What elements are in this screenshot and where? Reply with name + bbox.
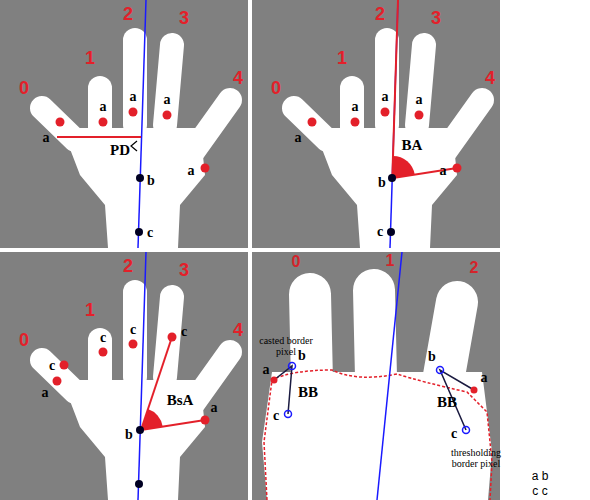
panel-key: c c: [532, 485, 547, 497]
point-label: a: [263, 363, 270, 377]
axis-point: [135, 480, 143, 488]
finger-points: [53, 333, 210, 425]
point-label: a: [43, 131, 50, 145]
panel-pd: [42, 0, 230, 248]
finger-number: 2: [470, 260, 479, 276]
axis-point: [387, 228, 395, 236]
threshold-pixels: [285, 363, 470, 434]
point-label: c: [451, 427, 457, 441]
palm-contour: [264, 370, 492, 500]
point-label: c: [49, 359, 55, 373]
axis-point: [135, 228, 143, 236]
angle-arm: [393, 168, 457, 178]
finger-number: 0: [19, 79, 29, 97]
finger-number: 3: [179, 9, 189, 27]
casted-pixel: [271, 377, 278, 384]
finger-number: 4: [233, 321, 243, 339]
finger-number: 2: [123, 257, 133, 275]
panel-ba: [294, 0, 482, 248]
measure-label: BB: [437, 395, 457, 410]
finger-number: 1: [337, 49, 347, 67]
axis-point: [136, 426, 144, 434]
axis-line: [390, 0, 398, 248]
measure-label: BB: [298, 385, 318, 400]
finger-number: 0: [292, 254, 301, 270]
point-label: c: [130, 323, 136, 337]
annotation: thresholding border pixel: [445, 448, 507, 469]
panel-key: a b: [532, 470, 549, 482]
measure-label: BA: [402, 138, 423, 153]
finger-number: 4: [233, 69, 243, 87]
panel-bsa: [42, 252, 230, 500]
hand-silhouette: [294, 40, 482, 248]
annotation: casted border pixel: [257, 336, 315, 357]
point-label: a: [164, 93, 171, 107]
hand-silhouette: [42, 40, 230, 248]
axis-point: [388, 174, 396, 182]
finger-number: 1: [85, 49, 95, 67]
point-label: b: [298, 349, 306, 363]
point-label: b: [378, 176, 386, 190]
distance-line: [57, 136, 141, 138]
axis-point: [136, 174, 144, 182]
finger-number: 1: [386, 253, 395, 269]
angle-arm: [141, 337, 172, 430]
finger-number: 1: [85, 301, 95, 319]
point-label: a: [295, 131, 302, 145]
point-label: b: [125, 428, 133, 442]
hand-silhouette: [42, 292, 230, 500]
finger-number: 4: [485, 69, 495, 87]
finger-number: 3: [179, 261, 189, 279]
finger-points: [56, 108, 210, 173]
finger-number: 2: [375, 5, 385, 23]
point-label: c: [147, 226, 153, 240]
point-label: a: [130, 90, 137, 104]
finger-number: 0: [19, 331, 29, 349]
measure-label: PD: [110, 143, 130, 158]
fingers-zoom: [310, 290, 457, 387]
panel-ground: [0, 252, 248, 500]
point-label: a: [440, 164, 447, 178]
point-label: a: [352, 100, 359, 114]
finger-points: [308, 108, 462, 173]
finger-number: 0: [271, 79, 281, 97]
angle-arm: [141, 420, 205, 430]
finger-number: 3: [431, 9, 441, 27]
panel-ground: [252, 0, 500, 248]
casted-pixel: [471, 387, 478, 394]
finger-number: 2: [123, 5, 133, 23]
point-label: a: [416, 93, 423, 107]
axis-line: [138, 0, 146, 248]
point-label: c: [273, 409, 279, 423]
point-label: c: [100, 331, 106, 345]
point-label: a: [382, 90, 389, 104]
point-label: c: [181, 325, 187, 339]
bracket: [131, 141, 137, 151]
point-label: c: [377, 225, 383, 239]
point-label: b: [428, 350, 436, 364]
point-label: a: [211, 401, 218, 415]
panel-ground: [0, 0, 248, 248]
point-label: b: [147, 174, 155, 188]
point-label: a: [42, 386, 49, 400]
point-label: a: [481, 371, 488, 385]
point-label: a: [100, 100, 107, 114]
border-segments: [274, 366, 292, 414]
point-label: a: [188, 164, 195, 178]
axis-line: [377, 252, 402, 500]
measure-label: BsA: [167, 393, 194, 408]
axis-line: [138, 252, 146, 500]
axis-line-up: [392, 0, 398, 178]
